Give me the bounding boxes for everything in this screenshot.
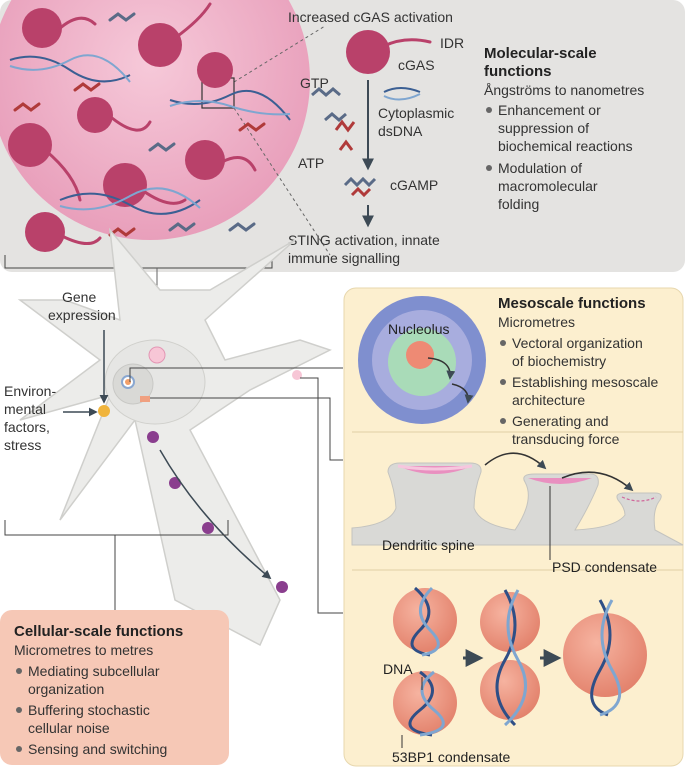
mesoscale-bullet-3-line-1: Generating and bbox=[512, 413, 609, 429]
mesoscale-bullet-2-line-2: architecture bbox=[512, 392, 585, 408]
idr-label: IDR bbox=[440, 35, 464, 51]
cellular-subtitle: Micrometres to metres bbox=[14, 642, 153, 658]
dendritic-spine-label: Dendritic spine bbox=[382, 537, 475, 553]
increased-cgas-label: Increased cGAS activation bbox=[288, 9, 453, 25]
cellular-bullet-1-line-1: Mediating subcellular bbox=[28, 663, 160, 679]
cellular-bullet-1-line-2: organization bbox=[28, 681, 104, 697]
gene-expression-label-1: Gene bbox=[62, 289, 96, 305]
sting-label-2: immune signalling bbox=[288, 250, 400, 266]
nucleolus-label: Nucleolus bbox=[388, 321, 449, 337]
bp53-droplets bbox=[393, 586, 647, 748]
mesoscale-bullet-1-line-2: of biochemistry bbox=[512, 353, 606, 369]
mesoscale-subtitle: Micrometres bbox=[498, 314, 575, 330]
molecular-bullet-2-line-3: folding bbox=[498, 196, 539, 212]
cgas-proteins bbox=[8, 8, 233, 252]
mesoscale-bullet-3-line-2: transducing force bbox=[512, 431, 620, 447]
env-label-2: mental bbox=[4, 401, 46, 417]
mesoscale-bullet-2-line-1: Establishing mesoscale bbox=[512, 374, 659, 390]
gtp-label: GTP bbox=[300, 75, 329, 91]
sting-label-1: STING activation, innate bbox=[288, 232, 440, 248]
condensate-circle bbox=[0, 0, 310, 240]
molecular-title-2: functions bbox=[484, 63, 552, 80]
molecular-bullet-2-line-2: macromolecular bbox=[498, 178, 598, 194]
gene-expression-label-2: expression bbox=[48, 307, 116, 323]
bp53-label: 53BP1 condensate bbox=[392, 749, 511, 765]
atp-label: ATP bbox=[298, 155, 324, 171]
cellular-title: Cellular-scale functions bbox=[14, 623, 183, 640]
cgamp-label: cGAMP bbox=[390, 177, 438, 193]
mesoscale-title: Mesoscale functions bbox=[498, 295, 646, 312]
env-label-3: factors, bbox=[4, 419, 50, 435]
cgas-label: cGAS bbox=[398, 57, 435, 73]
cellular-panel: Cellular-scale functions Micrometres to … bbox=[0, 610, 229, 765]
dsdna-strands bbox=[9, 54, 291, 215]
neuron-body bbox=[17, 227, 332, 647]
cgas-reaction bbox=[311, 30, 432, 228]
molecular-panel: Increased cGAS activation IDR cGAS GTP C… bbox=[0, 0, 685, 348]
cellular-bullet-2-line-1: Buffering stochastic bbox=[28, 702, 150, 718]
dsdna-label-2: dsDNA bbox=[378, 123, 423, 139]
mesoscale-bullet-1-line-1: Vectoral organization bbox=[512, 335, 643, 351]
molecular-bullet-1-line-2: suppression of bbox=[498, 120, 589, 136]
mesoscale-panel: Nucleolus Mesoscale functions Micrometre… bbox=[343, 287, 684, 767]
dendritic-spines bbox=[351, 452, 684, 560]
molecular-bullet-1-line-3: biochemical reactions bbox=[498, 138, 633, 154]
molecular-subtitle: Ångströms to nanometres bbox=[484, 82, 644, 98]
dna-label: DNA bbox=[383, 661, 413, 677]
cellular-bullet-3-line-1: Sensing and switching bbox=[28, 741, 167, 757]
idr-tails bbox=[43, 2, 257, 245]
neuron: Gene expression Environ- mental factors,… bbox=[4, 227, 343, 647]
dsdna-label-1: Cytoplasmic bbox=[378, 105, 454, 121]
env-label-4: stress bbox=[4, 437, 41, 453]
cellular-bullet-2-line-2: cellular noise bbox=[28, 720, 110, 736]
psd-condensate-label: PSD condensate bbox=[552, 559, 657, 575]
molecular-title-1: Molecular-scale bbox=[484, 45, 597, 62]
env-label-1: Environ- bbox=[4, 383, 56, 399]
nucleotides bbox=[13, 12, 266, 237]
cellular-bracket bbox=[4, 520, 229, 536]
molecular-bullet-2-line-1: Modulation of bbox=[498, 160, 582, 176]
molecular-bullet-1-line-1: Enhancement or bbox=[498, 102, 601, 118]
